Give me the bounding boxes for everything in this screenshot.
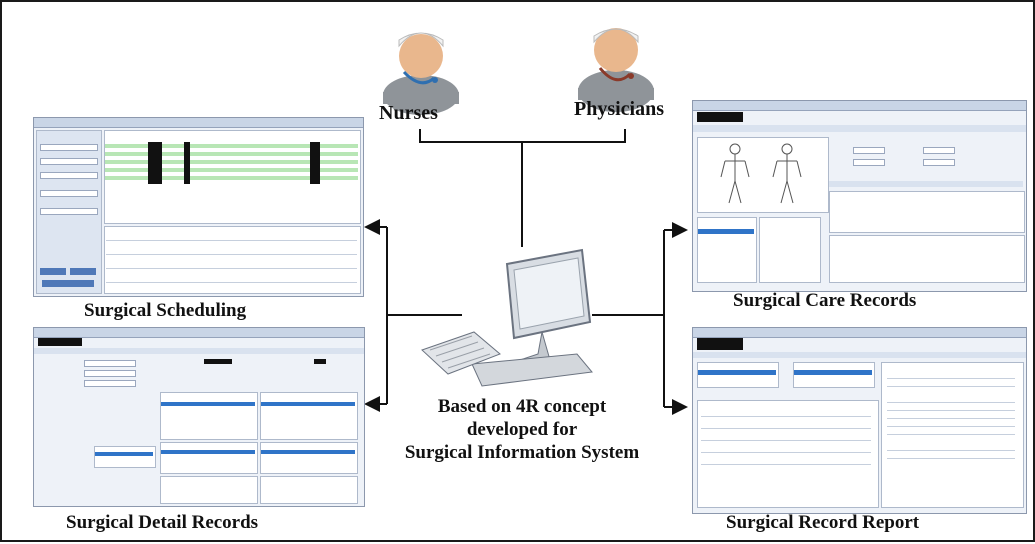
surgical-record-report-label: Surgical Record Report	[726, 512, 920, 533]
nurses-label: Nurses	[379, 102, 438, 124]
physicians-label: Physicians	[574, 98, 665, 120]
center-caption-line-2: developed for	[466, 419, 578, 440]
desktop-computer-icon	[421, 248, 593, 387]
nurse-avatar-icon	[383, 32, 459, 115]
surgical-care-records-screenshot	[692, 100, 1027, 292]
surgical-detail-records-label: Surgical Detail Records	[66, 512, 259, 533]
roles-connector	[419, 129, 626, 143]
surgical-scheduling-label: Surgical Scheduling	[84, 300, 247, 321]
center-caption-line-3: Surgical Information System	[404, 442, 640, 463]
surgical-record-report-screenshot	[692, 327, 1027, 514]
surgical-detail-records-screenshot	[33, 327, 365, 507]
center-caption-line-1: Based on 4R concept	[437, 396, 607, 417]
center-caption: Based on 4R concept developed for Surgic…	[332, 395, 712, 464]
surgical-care-records-label: Surgical Care Records	[733, 290, 917, 311]
physician-avatar-icon	[578, 28, 654, 112]
body-diagram-icon	[720, 143, 802, 204]
surgical-scheduling-screenshot	[33, 117, 364, 297]
